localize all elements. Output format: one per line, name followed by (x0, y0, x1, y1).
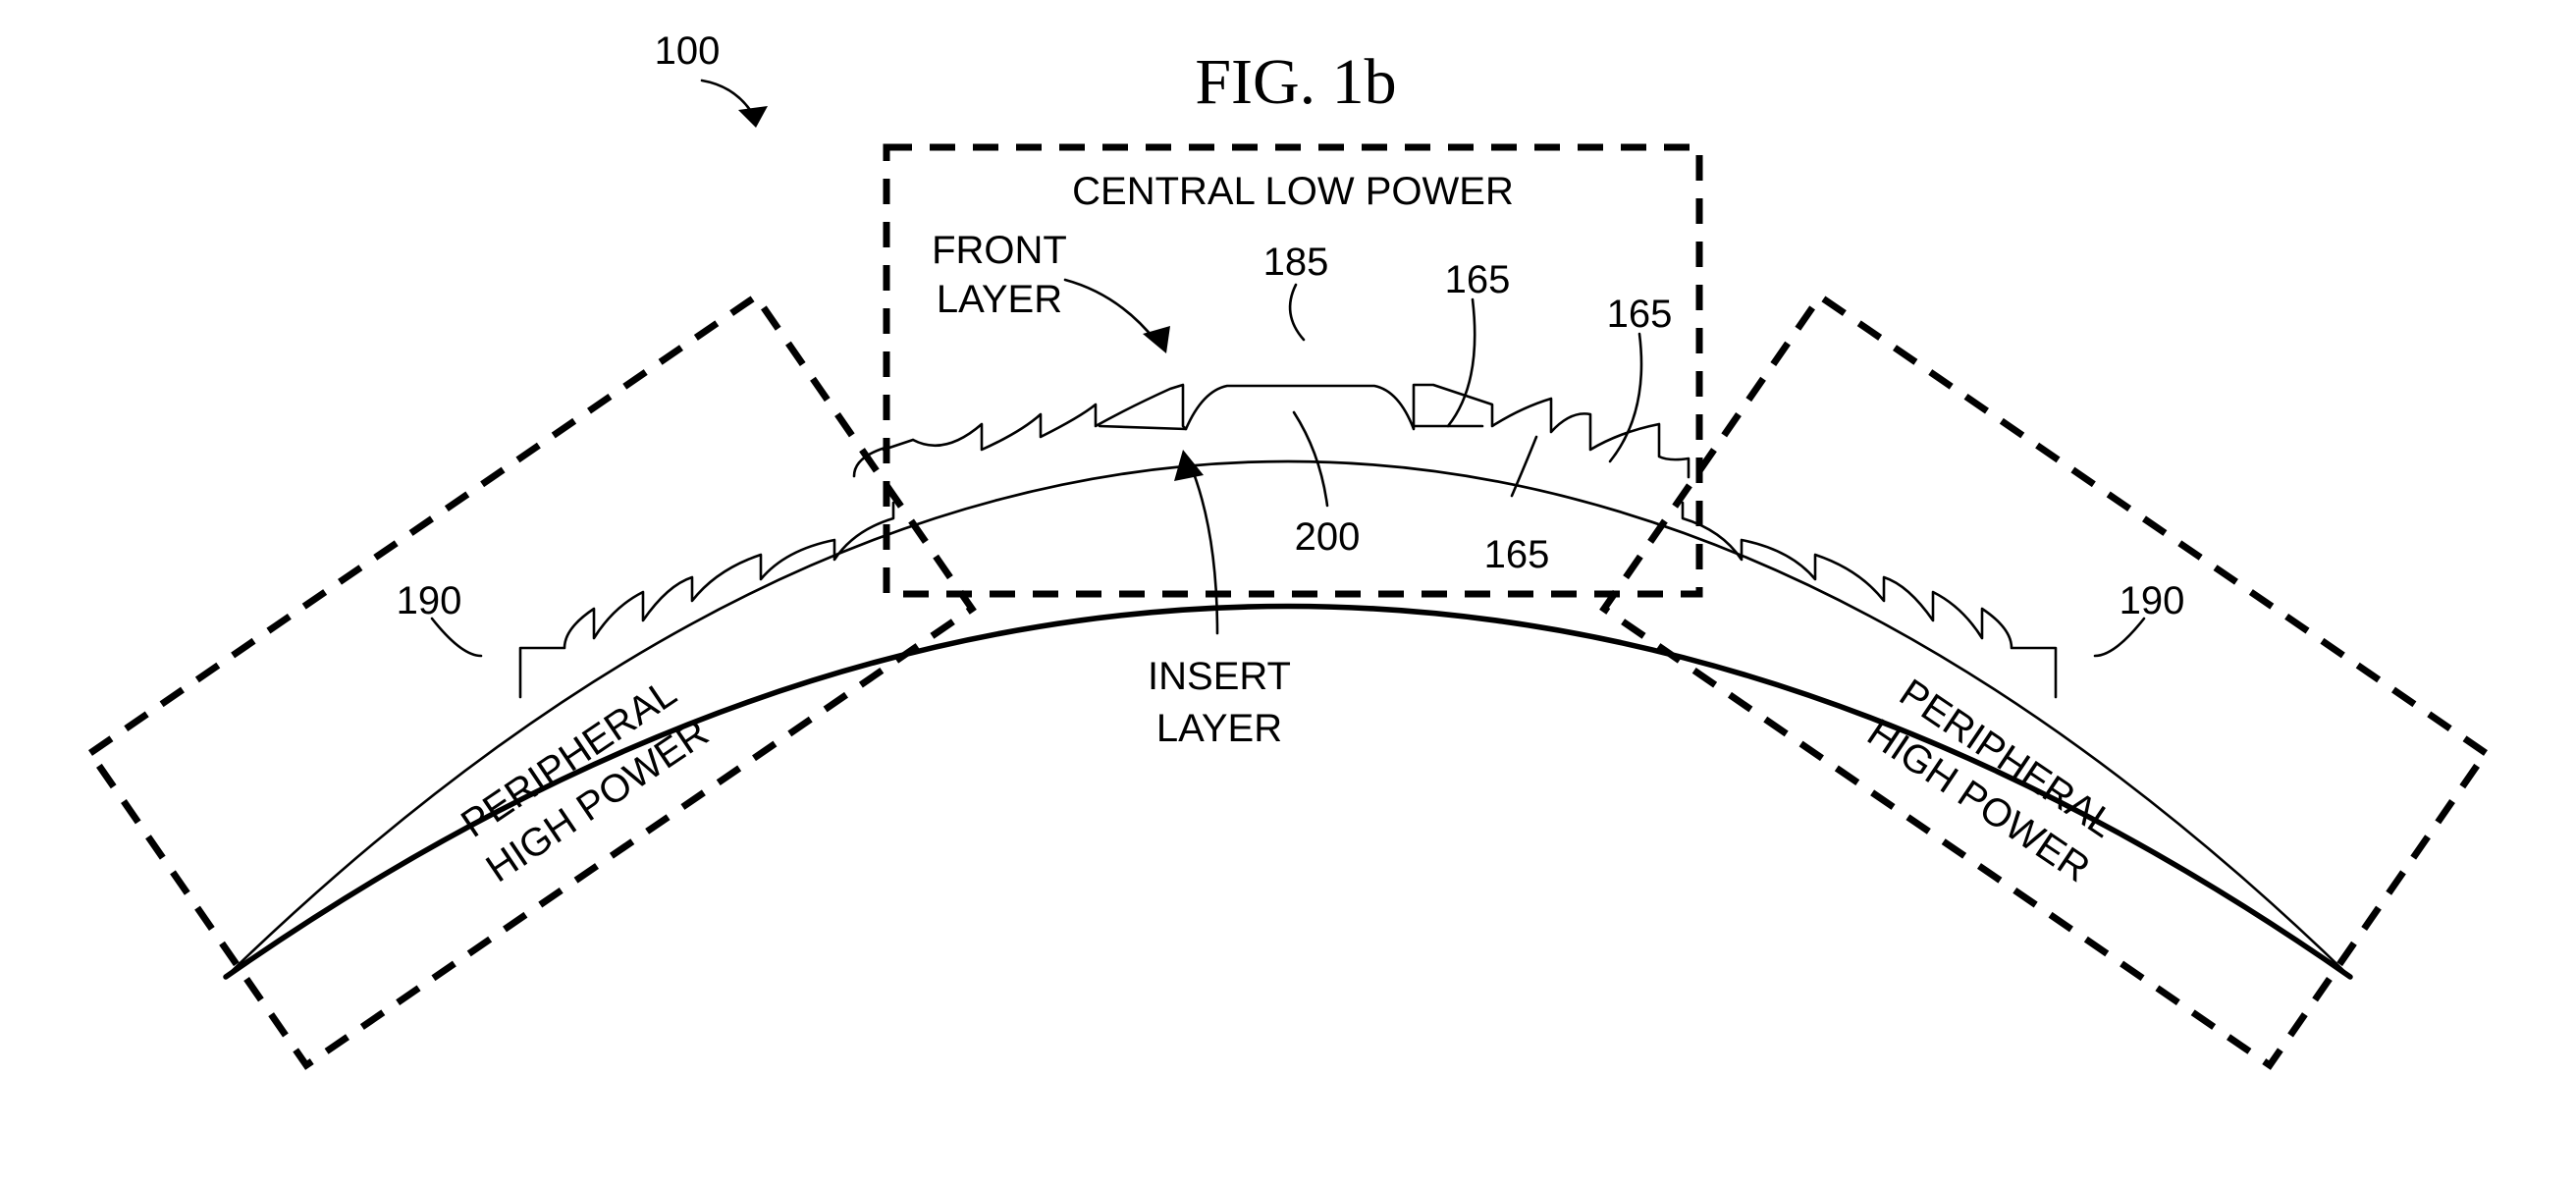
ref-165-right-leader (1608, 332, 1643, 463)
ref-165-top-label: 165 (1445, 258, 1511, 301)
insert-layer-label-1: INSERT (1148, 655, 1291, 698)
ref-165-bottom-label: 165 (1484, 533, 1550, 576)
ref-200-leader (1292, 410, 1329, 508)
left-peripheral-box (85, 292, 977, 1070)
insert-layer-label-2: LAYER (1156, 707, 1282, 750)
ref-165-top-leader (1446, 297, 1476, 428)
front-layer-arrowhead (1143, 326, 1170, 353)
ref-185-leader (1288, 283, 1306, 342)
ref-165-right-label: 165 (1607, 293, 1673, 336)
insert-layer-leader (1188, 461, 1219, 635)
central-low-power-label: CENTRAL LOW POWER (1072, 170, 1514, 213)
front-layer-leader (1063, 278, 1158, 344)
left-peripheral-steps (518, 501, 895, 699)
right-peripheral-box (1599, 292, 2491, 1070)
front-layer-label-2: LAYER (937, 278, 1062, 321)
front-surface-curve (224, 459, 2352, 979)
front-layer-label-1: FRONT (932, 229, 1067, 272)
ref-190-left-label: 190 (397, 579, 462, 622)
insert-top-surface (852, 383, 1690, 479)
ref-190-right-label: 190 (2120, 579, 2185, 622)
back-surface-curve (223, 603, 2353, 980)
ref-200-label: 200 (1295, 515, 1361, 559)
right-peripheral-steps (1681, 501, 2058, 699)
figure-title: FIG. 1b (1195, 46, 1396, 118)
ref-100-arrowhead (738, 106, 768, 128)
ref-190-left-leader (430, 617, 483, 658)
insert-layer-arrowhead (1174, 450, 1204, 481)
insert-center-line (1098, 424, 1484, 431)
ref-100-label: 100 (655, 29, 721, 73)
central-low-power-box (883, 143, 1703, 598)
ref-165-bottom-leader (1510, 435, 1538, 498)
ref-185-label: 185 (1263, 241, 1329, 284)
ref-190-right-leader (2093, 617, 2146, 658)
